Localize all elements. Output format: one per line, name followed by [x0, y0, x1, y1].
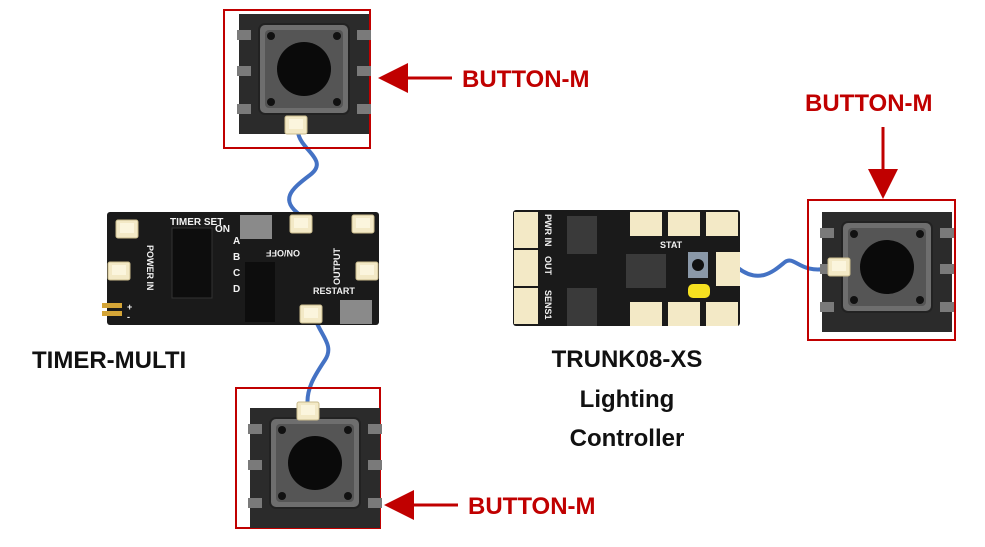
silk-stat: STAT [660, 240, 683, 250]
button-m-bottom [235, 387, 383, 529]
silk-b: B [233, 252, 240, 263]
callout-right: BUTTON-M [805, 90, 933, 199]
silk-restart: RESTART [313, 286, 355, 296]
silk-timer-set: TIMER SET [170, 217, 223, 228]
silk-sens1: SENS1 [543, 290, 553, 320]
silk-a: A [233, 236, 240, 247]
silk-d: D [233, 284, 240, 295]
silk-power-in: POWER IN [145, 245, 155, 291]
button-m-top [223, 9, 372, 149]
silk-pwr-in: PWR IN [543, 214, 553, 247]
silk-c: C [233, 268, 240, 279]
callout-label: BUTTON-M [805, 90, 933, 117]
timer-multi-board: TIMER SET ON A B C D POWER IN ON/OFF OUT… [102, 212, 379, 325]
trunk-label-line2: Lighting [580, 386, 675, 413]
silk-on-off: ON/OFF [266, 248, 300, 258]
callout-label: BUTTON-M [462, 66, 590, 93]
callout-label: BUTTON-M [468, 493, 596, 520]
timer-multi-label: TIMER-MULTI [32, 347, 186, 374]
silk-out: OUT [543, 256, 553, 276]
callout-top: BUTTON-M [378, 63, 590, 93]
trunk-label-line1: TRUNK08-XS [552, 346, 703, 373]
wire-top [287, 131, 319, 217]
silk-output: OUTPUT [332, 248, 342, 286]
wire-bottom [305, 317, 331, 409]
silk-minus: - [127, 312, 130, 322]
silk-plus: + [127, 302, 132, 312]
callout-bottom: BUTTON-M [384, 490, 596, 520]
wire-right [736, 258, 831, 278]
trunk08-xs-board: PWR IN OUT SENS1 STAT [513, 210, 740, 326]
button-m-right [807, 199, 956, 341]
trunk-label-line3: Controller [570, 425, 685, 452]
silk-on: ON [215, 224, 230, 235]
